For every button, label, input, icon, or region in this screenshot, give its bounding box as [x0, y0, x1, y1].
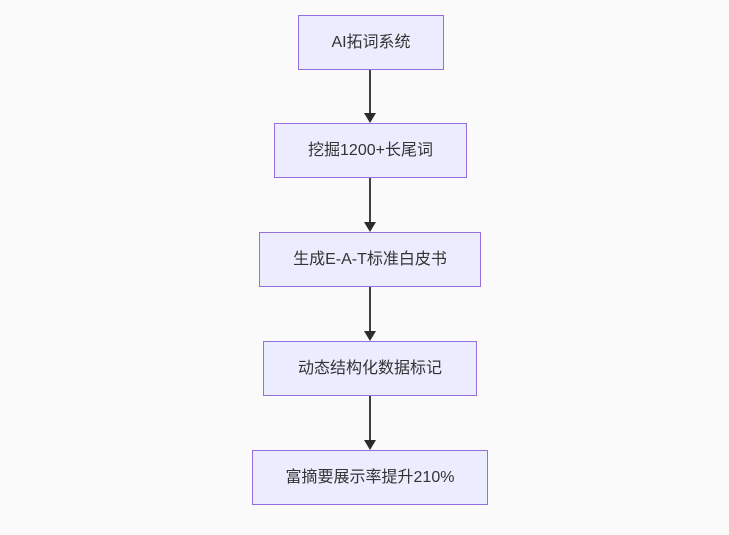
arrow-head-icon	[364, 222, 376, 232]
arrow-head-icon	[364, 331, 376, 341]
node-label: 挖掘1200+长尾词	[308, 141, 433, 159]
node-label: 富摘要展示率提升210%	[285, 468, 455, 486]
arrow-line	[369, 287, 371, 332]
flow-node-ai-keyword-system: AI拓词系统	[298, 15, 444, 70]
flow-node-eat-whitepaper: 生成E-A-T标准白皮书	[259, 232, 481, 287]
arrow-head-icon	[364, 113, 376, 123]
flow-node-structured-data-markup: 动态结构化数据标记	[263, 341, 477, 396]
arrow-line	[369, 178, 371, 223]
node-label: 动态结构化数据标记	[297, 359, 442, 377]
flow-node-rich-snippet-rate: 富摘要展示率提升210%	[252, 450, 488, 505]
arrow-line	[369, 396, 371, 441]
node-label: AI拓词系统	[331, 33, 411, 51]
arrow-line	[369, 70, 371, 114]
flow-node-longtail-mining: 挖掘1200+长尾词	[274, 123, 467, 178]
node-label: 生成E-A-T标准白皮书	[293, 250, 447, 268]
arrow-head-icon	[364, 440, 376, 450]
